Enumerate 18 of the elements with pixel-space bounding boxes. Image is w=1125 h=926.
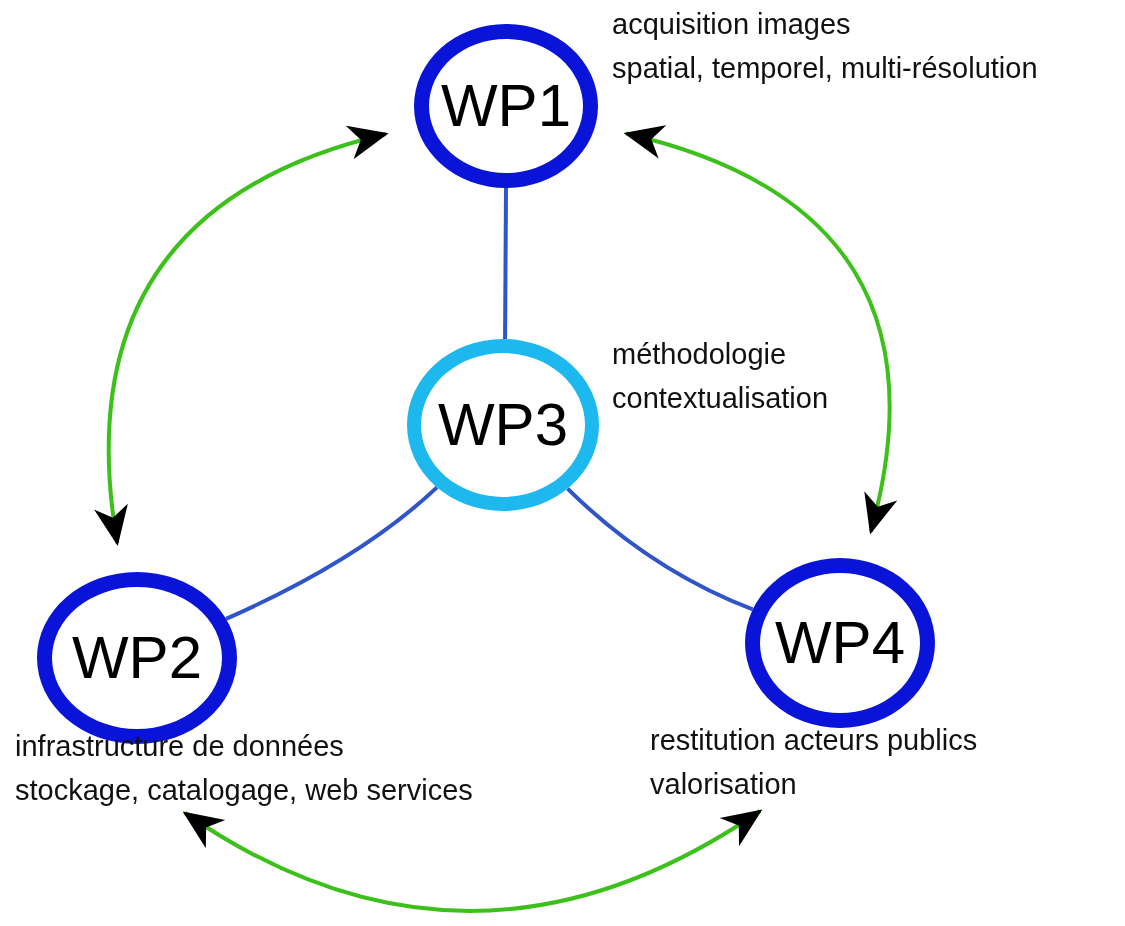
double-arrow: [623, 126, 896, 535]
node-caption: infrastructure de données: [15, 729, 345, 764]
node-label: WP1: [441, 76, 571, 136]
double-arrow: [95, 127, 389, 546]
node-caption: spatial, temporel, multi-résolution: [612, 51, 1038, 86]
connector-line: [503, 188, 508, 340]
node-caption: contextualisation: [612, 381, 829, 416]
node-caption: acquisition images: [612, 7, 852, 42]
node-caption: restitution acteurs publics: [650, 723, 978, 758]
node-label: WP2: [72, 628, 202, 688]
node-label: WP3: [438, 395, 568, 455]
connector-line: [566, 487, 754, 612]
node-caption: valorisation: [650, 767, 798, 802]
node-label: WP4: [775, 613, 905, 673]
node-caption: stockage, catalogage, web services: [15, 773, 473, 808]
double-arrow: [182, 809, 763, 913]
node-caption: méthodologie: [612, 337, 788, 372]
connector-line: [225, 485, 439, 621]
